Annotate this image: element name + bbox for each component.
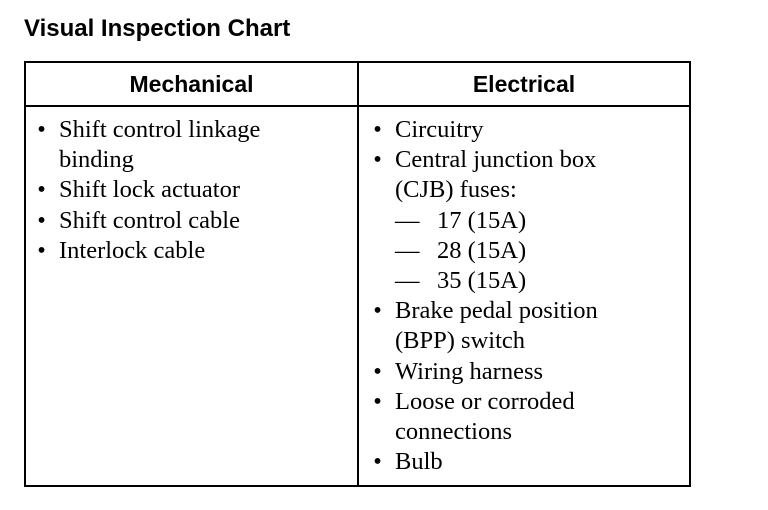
bullet-icon: • (37, 176, 46, 204)
fuse-subitem: — 28 (15A) (395, 236, 598, 266)
item-text: binding (59, 146, 134, 174)
list-item: • Shift lock actuator (34, 175, 260, 205)
item-text: Central junction box (395, 146, 597, 174)
fuse-value: 28 (15A) (437, 236, 527, 264)
bullet-icon: • (373, 357, 382, 385)
list-item: • Brake pedal position (BPP) switch (370, 296, 598, 356)
column-divider (357, 63, 359, 485)
bullet-icon: • (37, 236, 46, 264)
item-text: Loose or corroded (395, 387, 575, 415)
item-text: Brake pedal position (395, 297, 598, 325)
list-item: • Interlock cable (34, 236, 260, 266)
fuse-subitem: — 35 (15A) (395, 266, 598, 296)
header-divider (26, 105, 689, 107)
mechanical-list: • Shift control linkage binding • Shift … (34, 115, 260, 266)
list-item: • Loose or corroded connections (370, 387, 598, 447)
electrical-list: • Circuitry • Central junction box (CJB)… (370, 115, 598, 477)
fuse-subitem: — 17 (15A) (395, 206, 598, 236)
dash-icon: — (395, 236, 420, 264)
bullet-icon: • (373, 387, 382, 415)
bullet-icon: • (373, 297, 382, 325)
list-item: • Shift control cable (34, 206, 260, 236)
dash-icon: — (395, 267, 420, 295)
item-text: (CJB) fuses: (395, 176, 517, 204)
list-item: • Central junction box (CJB) fuses: — 17 … (370, 145, 598, 296)
item-text: (BPP) switch (395, 327, 526, 355)
fuse-value: 35 (15A) (437, 267, 527, 295)
chart-title: Visual Inspection Chart (24, 15, 291, 42)
inspection-table: Mechanical Electrical • Shift control li… (24, 61, 691, 487)
item-text: Wiring harness (395, 357, 544, 385)
list-item: • Wiring harness (370, 357, 598, 387)
bullet-icon: • (373, 116, 382, 143)
bullet-icon: • (37, 116, 46, 143)
list-item: • Bulb (370, 447, 598, 477)
list-item: • Shift control linkage binding (34, 115, 260, 175)
bullet-icon: • (373, 146, 382, 174)
item-text: Circuitry (395, 116, 484, 143)
item-text: connections (395, 418, 513, 446)
list-item: • Circuitry (370, 115, 598, 145)
fuse-value: 17 (15A) (437, 206, 527, 234)
dash-icon: — (395, 206, 420, 234)
item-text: Shift lock actuator (59, 176, 240, 204)
bullet-icon: • (373, 448, 382, 476)
electrical-header: Electrical (472, 71, 576, 97)
bullet-icon: • (37, 206, 46, 234)
item-text: Shift control linkage (59, 116, 261, 143)
mechanical-header: Mechanical (129, 71, 254, 97)
item-text: Bulb (395, 448, 443, 476)
item-text: Shift control cable (59, 206, 240, 234)
item-text: Interlock cable (59, 236, 206, 264)
